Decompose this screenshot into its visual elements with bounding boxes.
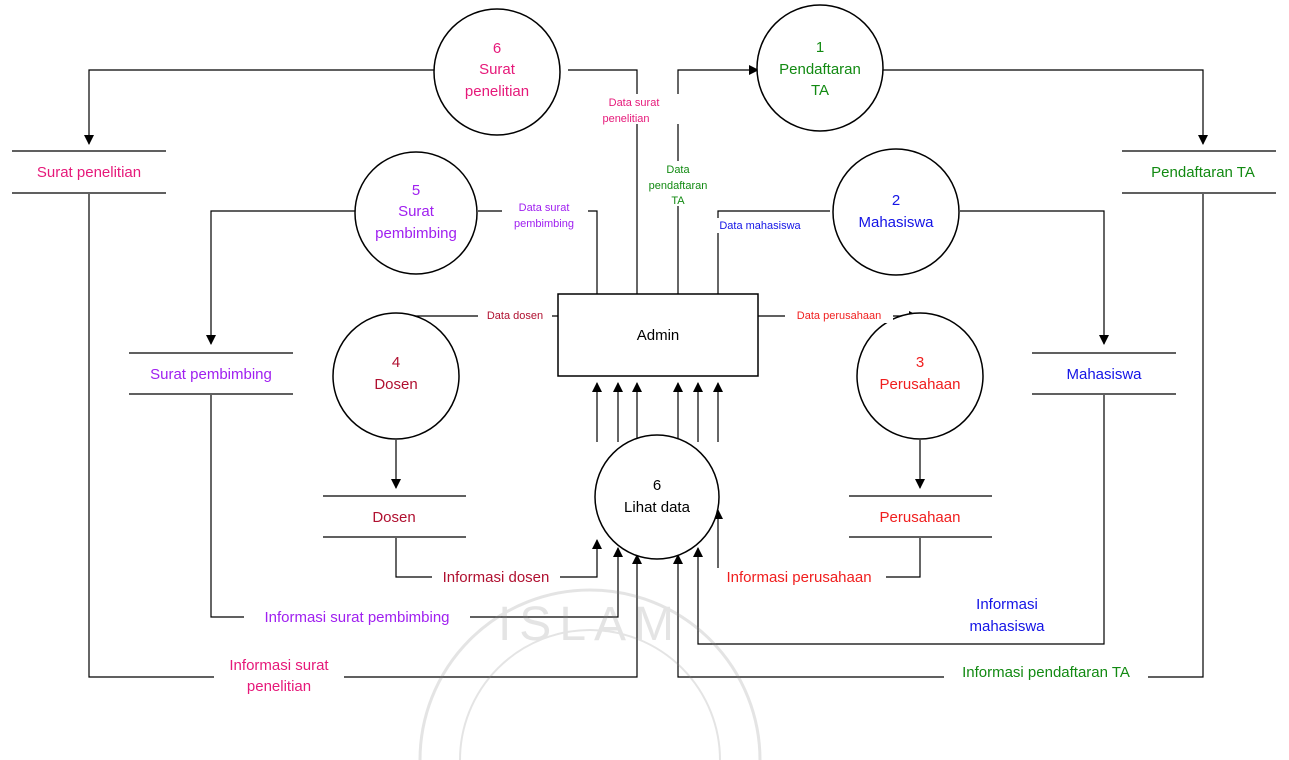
process-number: 6 xyxy=(653,477,661,494)
flow-p2-to-store-mahasiswa xyxy=(960,210,1109,345)
store-label: Surat pembimbing xyxy=(150,366,272,383)
process-p2-mahasiswa: 2 Mahasiswa xyxy=(832,148,960,276)
process-p6b-lihat-data: 6 Lihat data xyxy=(594,434,720,560)
process-number: 5 xyxy=(412,182,420,199)
flow-admin-to-p2 xyxy=(717,210,830,294)
flow-label-info-perusahaan: Informasi perusahaan xyxy=(726,569,871,586)
process-p6a-surat-penelitian: 6 Surat penelitian xyxy=(433,8,561,136)
process-p4-dosen: 4 Dosen xyxy=(332,312,460,440)
flow-label-data-mahasiswa: Data mahasiswa xyxy=(719,220,801,232)
store-mahasiswa: Mahasiswa xyxy=(1032,352,1176,395)
flow-lines xyxy=(84,65,1208,678)
flow-label-info-surat-penelitian: Informasi surat xyxy=(229,657,329,674)
process-label: pembimbing xyxy=(375,225,457,242)
flow-label-data-surat-pembimbing: pembimbing xyxy=(514,218,574,230)
process-number: 6 xyxy=(493,40,501,57)
store-label: Perusahaan xyxy=(880,509,961,526)
store-surat-penelitian: Surat penelitian xyxy=(12,150,166,194)
store-dosen: Dosen xyxy=(323,495,466,538)
flow-store-mahasiswa-to-lihat xyxy=(693,395,1105,645)
process-p1-pendaftaran-ta: 1 Pendaftaran TA xyxy=(756,4,884,132)
flow-label-info-surat-penelitian: penelitian xyxy=(247,678,311,695)
process-label: Lihat data xyxy=(624,499,691,516)
flow-label-info-surat-pembimbing: Informasi surat pembimbing xyxy=(264,609,449,626)
store-label: Dosen xyxy=(372,509,415,526)
process-p3-perusahaan: 3 Perusahaan xyxy=(856,312,984,440)
flow-label-data-pendaftaran: pendaftaran xyxy=(649,180,708,192)
process-label: Mahasiswa xyxy=(858,214,934,231)
watermark-seal: ISLAM xyxy=(418,588,762,760)
process-label: penelitian xyxy=(465,83,529,100)
process-number: 4 xyxy=(392,354,400,371)
process-label: Pendaftaran xyxy=(779,61,861,78)
flow-label-data-surat-penelitian: penelitian xyxy=(602,113,649,125)
store-label: Surat penelitian xyxy=(37,164,141,181)
flow-label-info-mahasiswa: mahasiswa xyxy=(969,618,1045,635)
process-label: Surat xyxy=(398,203,435,220)
flow-labels: Data surat penelitian Data pendaftaran T… xyxy=(214,94,1148,696)
flow-admin-to-p1 xyxy=(677,65,759,294)
flow-label-data-surat-penelitian: Data surat xyxy=(609,97,660,109)
flow-label-info-dosen: Informasi dosen xyxy=(443,569,550,586)
flow-label-info-mahasiswa: Informasi xyxy=(976,596,1038,613)
process-number: 1 xyxy=(816,39,824,56)
process-label: Perusahaan xyxy=(880,376,961,393)
admin-entity: Admin xyxy=(557,293,759,377)
flow-label-data-pendaftaran: TA xyxy=(671,195,685,207)
flow-label-data-pendaftaran: Data xyxy=(666,164,690,176)
process-number: 3 xyxy=(916,354,924,371)
flow-store-pendaftaran-to-lihat xyxy=(673,194,1204,678)
flow-label-data-dosen: Data dosen xyxy=(487,310,543,322)
store-label: Mahasiswa xyxy=(1066,366,1142,383)
data-flow-diagram: Admin 6 Surat penelitian 1 Pendaftaran T… xyxy=(12,4,1276,696)
process-number: 2 xyxy=(892,192,900,209)
process-p5-surat-pembimbing: 5 Surat pembimbing xyxy=(354,151,478,275)
process-label: Dosen xyxy=(374,376,417,393)
flow-label-info-pendaftaran: Informasi pendaftaran TA xyxy=(962,664,1130,681)
process-label: TA xyxy=(811,82,829,99)
store-perusahaan: Perusahaan xyxy=(849,495,992,538)
flow-p6a-to-store-surat-penelitian xyxy=(84,69,435,145)
store-surat-pembimbing: Surat pembimbing xyxy=(129,352,293,395)
flow-admin-to-p6a xyxy=(568,69,638,294)
flow-p1-to-store-pendaftaran xyxy=(880,69,1208,145)
process-label: Surat xyxy=(479,61,516,78)
flow-store-surat-penelitian-to-lihat xyxy=(88,194,642,678)
flow-label-data-surat-pembimbing: Data surat xyxy=(519,202,570,214)
flow-p5-to-store-surat-pembimbing xyxy=(206,210,356,345)
watermark-text: ISLAM xyxy=(498,598,682,651)
store-label: Pendaftaran TA xyxy=(1151,164,1255,181)
admin-label: Admin xyxy=(637,327,680,344)
flow-label-data-perusahaan: Data perusahaan xyxy=(797,310,881,322)
store-pendaftaran-ta: Pendaftaran TA xyxy=(1122,150,1276,194)
